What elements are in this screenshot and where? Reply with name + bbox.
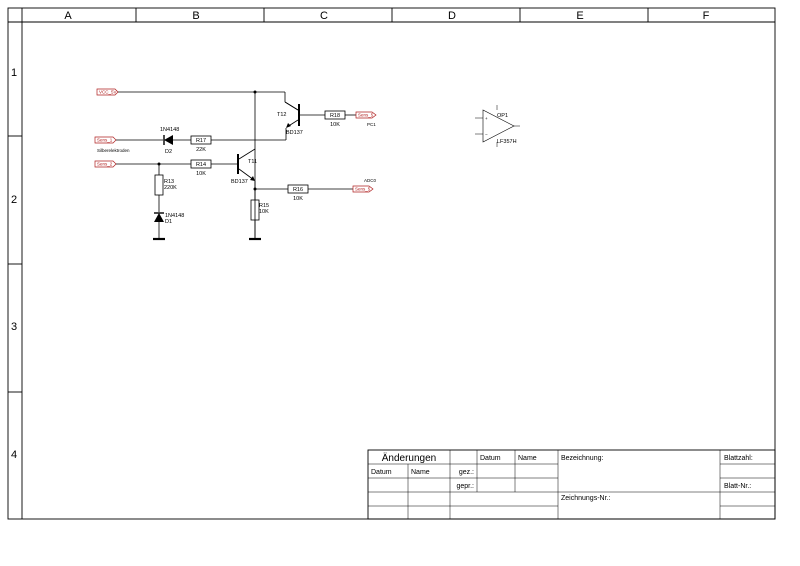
svg-text:+: + [485, 116, 488, 121]
title-block: Änderungen Datum Name Datum Name gez.: g… [367, 449, 776, 520]
svg-text:10K: 10K [330, 122, 340, 128]
svg-text:Sens_1: Sens_1 [97, 138, 113, 143]
resistor-r18: R18 10K [324, 110, 346, 128]
diode-d2: 1N4148 D2 [160, 127, 179, 155]
t11-name: T11 [248, 159, 257, 165]
t12-type: BD137 [286, 130, 303, 136]
svg-text:Sens_2: Sens_2 [97, 162, 113, 167]
svg-text:1N4148: 1N4148 [165, 213, 184, 219]
svg-text:ADC0: ADC0 [364, 178, 377, 183]
net-label-out-adc0: Sens_5 ADC0 [352, 178, 377, 193]
transistor-t11: T11 BD137 [231, 148, 257, 185]
bezeichnung-label: Bezeichnung: [561, 455, 603, 462]
zeichnungs-nr-label: Zeichnungs-Nr.: [561, 495, 610, 502]
svg-text:R13: R13 [164, 179, 174, 185]
changes-heading: Änderungen [382, 452, 437, 464]
svg-text:VCC_5V: VCC_5V [99, 90, 117, 95]
opamp-op1: + − OP1 LF357H [475, 105, 520, 147]
t11-type: BD137 [231, 179, 248, 185]
net-label-out-pc1: Sens_5 PC1 [355, 111, 377, 127]
changes-datum-header: Datum [371, 469, 392, 476]
svg-text:−: − [485, 132, 488, 137]
svg-text:PC1: PC1 [367, 122, 376, 127]
resistor-r17: R17 22K [190, 135, 212, 153]
column-header-e: E [576, 10, 583, 22]
net-label-sens2: Sens_2 [94, 160, 117, 168]
resistor-r13: R13 220K [154, 174, 177, 196]
op1-name: OP1 [497, 113, 508, 119]
net-label-sens1: Sens_1 Silberelektroden [94, 136, 130, 153]
row-header-2: 2 [11, 194, 17, 206]
svg-text:D2: D2 [165, 149, 172, 155]
name-header: Name [518, 455, 537, 462]
column-headers: A B C D E F [64, 10, 709, 22]
svg-text:10K: 10K [293, 196, 303, 202]
resistor-r15: R15 10K [250, 199, 269, 221]
svg-text:R18: R18 [330, 113, 340, 119]
datum-header: Datum [480, 455, 501, 462]
svg-text:10K: 10K [196, 171, 206, 177]
t12-name: T12 [277, 112, 286, 118]
drawing-frame [7, 7, 776, 520]
resistor-r16: R16 10K [287, 184, 309, 202]
column-header-b: B [192, 10, 199, 22]
op1-type: LF357H [497, 139, 517, 145]
svg-text:R14: R14 [196, 162, 206, 168]
blatt-nr-label: Blatt-Nr.: [724, 483, 751, 490]
column-header-f: F [703, 10, 710, 22]
svg-text:22K: 22K [196, 147, 206, 153]
transistor-t12: T12 BD137 [277, 101, 303, 136]
column-header-d: D [448, 10, 456, 22]
sens1-note: Silberelektroden [97, 148, 130, 153]
row-header-1: 1 [11, 67, 17, 79]
blattzahl-label: Blattzahl: [724, 455, 753, 462]
svg-text:220K: 220K [164, 185, 177, 191]
svg-text:R17: R17 [196, 138, 206, 144]
changes-name-header: Name [411, 469, 430, 476]
svg-text:R16: R16 [293, 187, 303, 193]
net-label-vcc: VCC_5V [96, 88, 119, 96]
diode-d1: 1N4148 D1 [154, 212, 184, 225]
gepr-label: gepr.: [456, 483, 474, 490]
svg-text:Sens_5: Sens_5 [355, 187, 371, 192]
circuit: VCC_5V T12 BD137 R18 10K S [94, 88, 520, 241]
svg-text:1N4148: 1N4148 [160, 127, 179, 133]
svg-text:10K: 10K [259, 209, 269, 215]
row-header-3: 3 [11, 321, 17, 333]
column-header-c: C [320, 10, 328, 22]
gez-label: gez.: [459, 469, 474, 476]
row-headers: 1 2 3 4 [11, 67, 17, 461]
row-header-4: 4 [11, 449, 17, 461]
column-header-a: A [64, 10, 72, 22]
svg-text:Sens_5: Sens_5 [358, 113, 374, 118]
resistor-r14: R14 10K [190, 159, 212, 177]
svg-text:D1: D1 [165, 219, 172, 225]
svg-text:R15: R15 [259, 203, 269, 209]
